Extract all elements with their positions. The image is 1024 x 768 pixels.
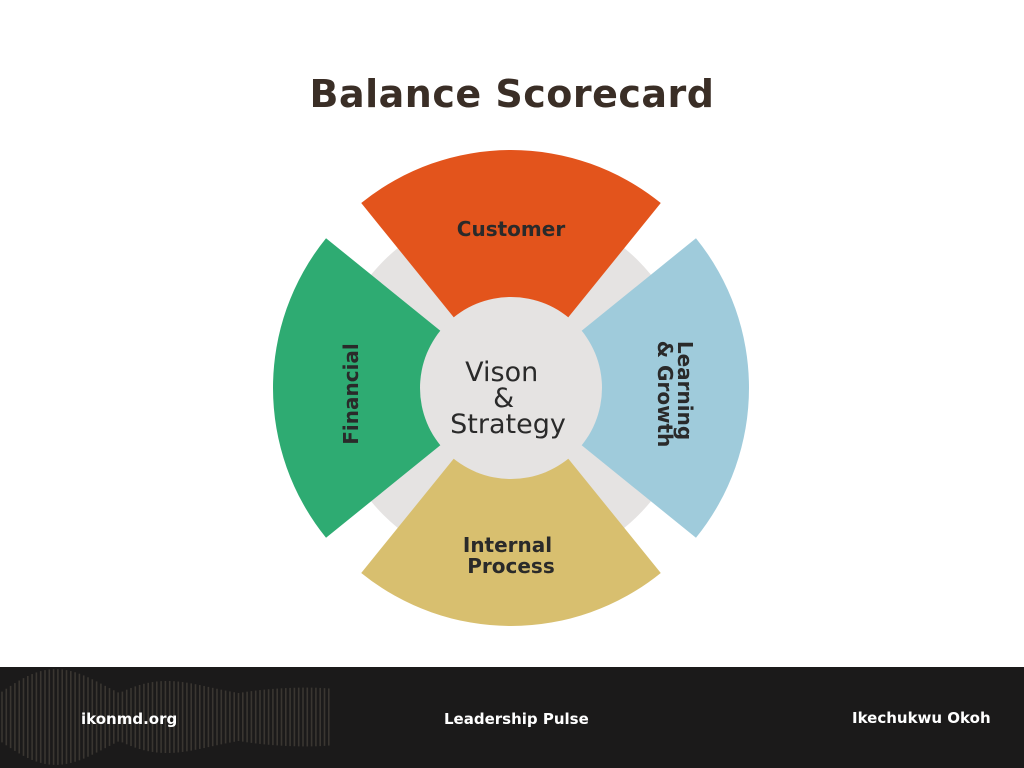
footer-author: Ikechukwu Okoh xyxy=(852,709,991,727)
learning-growth-line-2: & Growth xyxy=(653,341,677,448)
learning-growth-segment xyxy=(573,238,749,538)
financial-segment xyxy=(273,238,449,538)
center-line-2: & xyxy=(493,383,514,414)
internal-process-line-1: Internal xyxy=(463,533,552,557)
customer-segment xyxy=(361,150,661,326)
center-line-1: Vison xyxy=(465,357,538,388)
waveform-decoration xyxy=(1,669,330,765)
footer-series-title: Leadership Pulse xyxy=(444,710,589,728)
center-label: Vison & Strategy xyxy=(450,357,566,440)
financial-label: Financial xyxy=(339,343,363,445)
center-circle xyxy=(420,297,602,479)
balanced-scorecard-diagram: Vison & Strategy Customer Financial Lear… xyxy=(273,150,749,627)
center-line-3: Strategy xyxy=(450,409,566,440)
page-title: Balance Scorecard xyxy=(309,72,715,116)
internal-process-label: Internal Process xyxy=(463,533,559,578)
footer-website: ikonmd.org xyxy=(81,710,178,728)
footer: ikonmd.org Leadership Pulse Ikechukwu Ok… xyxy=(0,667,1024,768)
customer-label: Customer xyxy=(457,217,566,241)
internal-process-line-2: Process xyxy=(467,554,555,578)
learning-growth-line-1: Learning xyxy=(673,341,697,440)
learning-growth-label: Learning & Growth xyxy=(653,341,697,448)
internal-process-segment xyxy=(361,450,661,627)
